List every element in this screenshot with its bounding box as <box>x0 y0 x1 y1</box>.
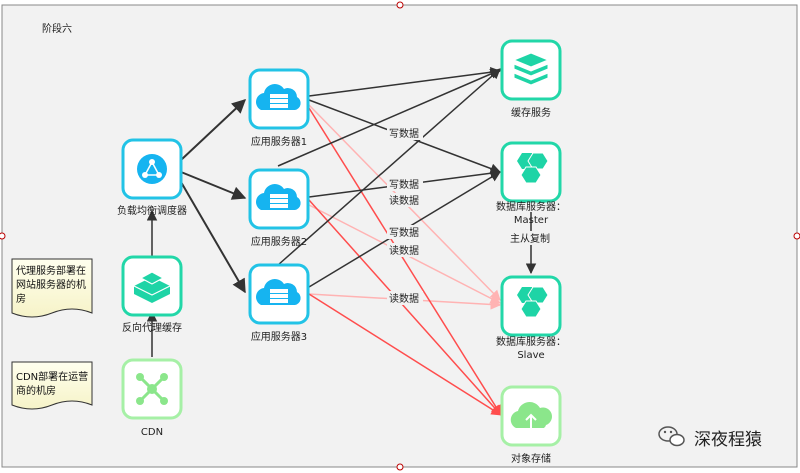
node-label: 应用服务器3 <box>251 330 307 343</box>
note-line: 代理服务部署在 <box>16 264 86 277</box>
edge-app2-to-storage <box>308 199 502 416</box>
edge-label-replication: 主从复制 <box>510 232 550 245</box>
node-load-balancer[interactable]: 负载均衡调度器 <box>117 138 187 217</box>
edge-label-read: 读数据 <box>389 194 419 207</box>
edges <box>146 67 537 416</box>
edge-app3-to-cache <box>277 68 501 266</box>
node-label: 负载均衡调度器 <box>117 204 187 217</box>
edge-app2-to-cache <box>277 68 501 167</box>
frame-handle-right[interactable] <box>793 232 800 240</box>
edge-app1-to-storage <box>308 107 502 416</box>
cloud-server-icon <box>256 84 301 110</box>
cache-stack-icon <box>512 52 550 86</box>
node-reverse-proxy[interactable]: 反向代理缓存 <box>121 255 183 334</box>
node-label-line1: 数据库服务器： <box>496 200 566 213</box>
database-cluster-icon <box>517 286 549 318</box>
cloud-server-icon <box>256 184 301 210</box>
node-label: 缓存服务 <box>511 106 551 119</box>
edge-lb-to-app2 <box>180 171 247 200</box>
node-app-server-2[interactable]: 应用服务器2 <box>248 168 310 248</box>
edge-label-read: 读数据 <box>389 292 419 305</box>
edge-app3-to-storage <box>308 293 502 416</box>
edge-lb-to-app3 <box>180 181 246 294</box>
node-label: 对象存储 <box>511 452 551 465</box>
node-object-storage[interactable]: 对象存储 <box>500 385 562 465</box>
edge-label-read: 读数据 <box>389 244 419 257</box>
wechat-icon <box>658 426 685 447</box>
frame-handle-top[interactable] <box>396 1 404 9</box>
node-cdn[interactable]: CDN <box>121 358 183 438</box>
node-db-slave[interactable]: 数据库服务器： Slave <box>496 275 566 361</box>
note-line: CDN部署在运营 <box>16 370 88 383</box>
node-label: 反向代理缓存 <box>122 321 182 334</box>
edge-lb-to-app1 <box>180 99 247 161</box>
edge-label-write: 写数据 <box>389 178 419 191</box>
node-app-server-1[interactable]: 应用服务器1 <box>248 68 310 148</box>
watermark-text: 深夜程猿 <box>694 430 762 450</box>
node-label-line2: Master <box>514 215 549 226</box>
node-app-server-3[interactable]: 应用服务器3 <box>248 263 310 343</box>
watermark: 深夜程猿 <box>658 426 762 450</box>
cloud-server-icon <box>256 279 301 305</box>
object-storage-icon <box>510 402 553 430</box>
cdn-network-icon <box>136 373 168 405</box>
cdn-note[interactable]: CDN部署在运营 商的机房 <box>11 361 93 410</box>
node-label-line1: 数据库服务器： <box>496 335 566 348</box>
node-cache-service[interactable]: 缓存服务 <box>500 39 562 119</box>
frame-handle-left[interactable] <box>0 232 6 240</box>
edge-label-write: 写数据 <box>389 226 419 239</box>
stacked-box-icon <box>133 271 171 303</box>
network-hub-icon <box>137 154 167 184</box>
edge-labels: 写数据 写数据 读数据 写数据 读数据 读数据 主从复制 <box>387 126 556 305</box>
node-db-master[interactable]: 数据库服务器： Master <box>496 141 566 226</box>
database-cluster-icon <box>517 152 549 184</box>
note-line: 商的机房 <box>16 384 56 397</box>
frame-handle-bottom[interactable] <box>396 463 404 471</box>
node-label: CDN <box>141 427 163 438</box>
node-label: 应用服务器1 <box>251 135 307 148</box>
node-label: 应用服务器2 <box>251 235 307 248</box>
node-label-line2: Slave <box>517 350 544 361</box>
note-line: 房 <box>16 292 26 305</box>
proxy-note[interactable]: 代理服务部署在 网站服务器的机 房 <box>11 258 93 318</box>
note-line: 网站服务器的机 <box>16 278 86 291</box>
frame-title: 阶段六 <box>42 22 72 35</box>
edge-label-write: 写数据 <box>389 127 419 140</box>
edge-app1-to-cache <box>308 67 502 97</box>
